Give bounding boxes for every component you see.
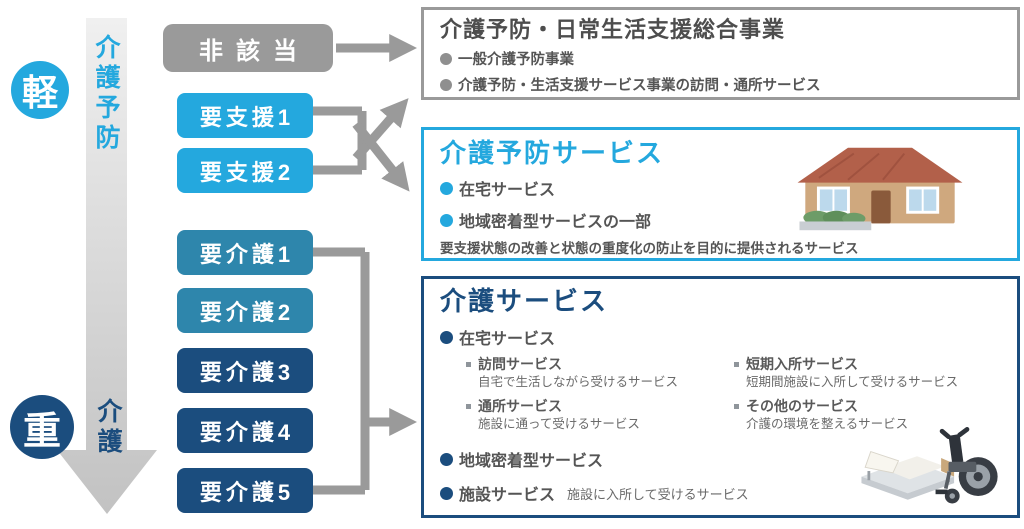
service-sub-item: 短期入所サービス 短期間施設に入所して受けるサービス bbox=[734, 356, 1001, 389]
level-box-care-4: 要介護4 bbox=[177, 408, 313, 453]
level-box-not-applicable: 非該当 bbox=[163, 24, 333, 72]
bullet-row: 一般介護予防事業 bbox=[440, 48, 1001, 69]
panel-title: 介護予防サービス bbox=[440, 138, 665, 168]
service-sub-item: 訪問サービス 自宅で生活しながら受けるサービス bbox=[466, 356, 734, 389]
bullet-desc: 施設に入所して受けるサービス bbox=[567, 486, 749, 502]
bullet-dot-icon bbox=[440, 452, 453, 466]
level-box-care-2: 要介護2 bbox=[177, 288, 313, 333]
arrow-support-to-sogo bbox=[352, 98, 409, 161]
sub-item-desc: 自宅で生活しながら受けるサービス bbox=[478, 375, 679, 389]
bullet-label: 在宅サービス bbox=[459, 331, 556, 348]
sub-item-name: その他のサービス bbox=[746, 398, 858, 414]
level-box-care-1: 要介護1 bbox=[177, 230, 313, 275]
panel-sogo-jigyo: 介護予防・日常生活支援総合事業 一般介護予防事業 介護予防・生活支援サービス事業… bbox=[421, 7, 1020, 100]
light-severity-badge: 軽 bbox=[11, 61, 69, 119]
sub-item-name: 短期入所サービス bbox=[746, 356, 858, 372]
bullet-dot-icon bbox=[440, 181, 453, 195]
bullet-row: 施設サービス 施設に入所して受けるサービス bbox=[440, 481, 1001, 505]
care-axis-label: 介護 bbox=[94, 398, 122, 458]
prevention-axis-label: 介護予防 bbox=[92, 34, 120, 154]
bullet-row: 地域密着型サービスの一部 bbox=[440, 208, 1001, 232]
sub-item-name: 訪問サービス bbox=[478, 356, 562, 372]
arrow-support-to-yobo bbox=[352, 121, 410, 192]
bullet-dot-icon bbox=[440, 52, 452, 65]
heavy-severity-badge: 重 bbox=[10, 395, 74, 459]
house-icon bbox=[797, 147, 963, 231]
bullet-dot-icon bbox=[440, 330, 453, 344]
level-box-care-3: 要介護3 bbox=[177, 348, 313, 393]
bullet-label: 在宅サービス bbox=[459, 182, 556, 199]
bullet-label: 地域密着型サービス bbox=[459, 453, 604, 470]
bullet-row: 在宅サービス bbox=[440, 325, 1001, 349]
square-bullet-icon bbox=[466, 404, 471, 409]
bullet-label: 地域密着型サービスの一部 bbox=[459, 214, 652, 231]
bullet-label: 施設サービス bbox=[459, 487, 556, 504]
bullet-row: 在宅サービス bbox=[440, 176, 1001, 200]
level-box-support-2: 要支援2 bbox=[177, 148, 313, 193]
panel-title: 介護予防・日常生活支援総合事業 bbox=[440, 17, 786, 42]
sub-item-name: 通所サービス bbox=[478, 398, 562, 414]
bullet-row: 介護予防・生活支援サービス事業の訪問・通所サービス bbox=[440, 74, 1001, 95]
support-bracket bbox=[313, 106, 367, 175]
square-bullet-icon bbox=[466, 362, 471, 367]
panel-kaigo-service: 介護サービス 在宅サービス 訪問サービス 自宅で生活しながら受けるサービス 通所… bbox=[421, 276, 1020, 518]
square-bullet-icon bbox=[734, 404, 739, 409]
level-box-care-5: 要介護5 bbox=[177, 468, 313, 513]
home-service-grid: 訪問サービス 自宅で生活しながら受けるサービス 通所サービス 施設に通って受ける… bbox=[466, 356, 1001, 431]
panel-title: 介護サービス bbox=[440, 286, 609, 316]
service-sub-item: その他のサービス 介護の環境を整えるサービス bbox=[734, 398, 1001, 431]
bed-wheelchair-icon bbox=[861, 427, 998, 504]
bullet-label: 一般介護予防事業 bbox=[458, 52, 574, 68]
panel-note: 要支援状態の改善と状態の重度化の防止を目的に提供されるサービス bbox=[440, 241, 859, 256]
service-sub-item: 通所サービス 施設に通って受けるサービス bbox=[466, 398, 734, 431]
square-bullet-icon bbox=[734, 362, 739, 367]
level-box-support-1: 要支援1 bbox=[177, 93, 313, 138]
bullet-dot-icon bbox=[440, 78, 452, 91]
sub-item-desc: 介護の環境を整えるサービス bbox=[746, 417, 909, 431]
bullet-dot-icon bbox=[440, 213, 453, 227]
bullet-row: 地域密着型サービス bbox=[440, 447, 1001, 471]
sub-item-desc: 短期間施設に入所して受けるサービス bbox=[746, 375, 959, 389]
bullet-dot-icon bbox=[440, 486, 453, 500]
care-bracket bbox=[313, 247, 370, 495]
panel-yobo-service: 介護予防サービス 在宅サービス 地域密着型サービスの一部 要支援状態の改善と状態… bbox=[421, 127, 1020, 261]
sub-item-desc: 施設に通って受けるサービス bbox=[478, 417, 640, 431]
bullet-label: 介護予防・生活支援サービス事業の訪問・通所サービス bbox=[458, 78, 821, 94]
